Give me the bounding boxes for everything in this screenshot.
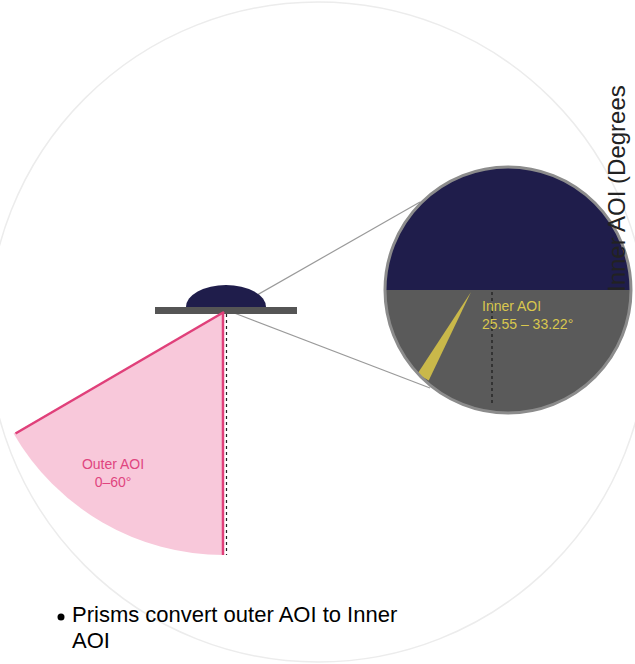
angle-range: 25.55 – 33.22° <box>482 315 622 333</box>
outer-aoi-sector-shape <box>13 310 229 558</box>
sector-edge <box>16 312 225 434</box>
substrate-region <box>383 290 633 415</box>
sector-edge <box>222 312 225 555</box>
outer-aoi-sector: Outer AOI0–60° <box>13 310 229 558</box>
zoom-circle: Inner AOI25.55 – 33.22° <box>383 165 633 415</box>
normal-line <box>226 314 227 555</box>
bullet <box>58 614 65 621</box>
sector-fill <box>14 312 224 555</box>
dome-lens <box>186 285 266 307</box>
bullet-text: Prisms convert outer AOI to Inner AOI <box>72 602 412 654</box>
platform <box>155 307 297 314</box>
zoom-border <box>385 167 631 413</box>
region-title: Outer AOI <box>58 455 168 473</box>
axis-label: Inner AOI (Degrees <box>603 85 631 292</box>
lens-region <box>383 165 633 290</box>
text-holder: Inner AOI25.55 – 33.22° <box>482 297 622 333</box>
aoi-wedge <box>417 292 471 380</box>
zoom-circle-shape <box>383 165 633 415</box>
region-title: Inner AOI <box>482 297 622 315</box>
angle-range: 0–60° <box>58 473 168 491</box>
text-holder: Outer AOI0–60° <box>58 455 168 491</box>
